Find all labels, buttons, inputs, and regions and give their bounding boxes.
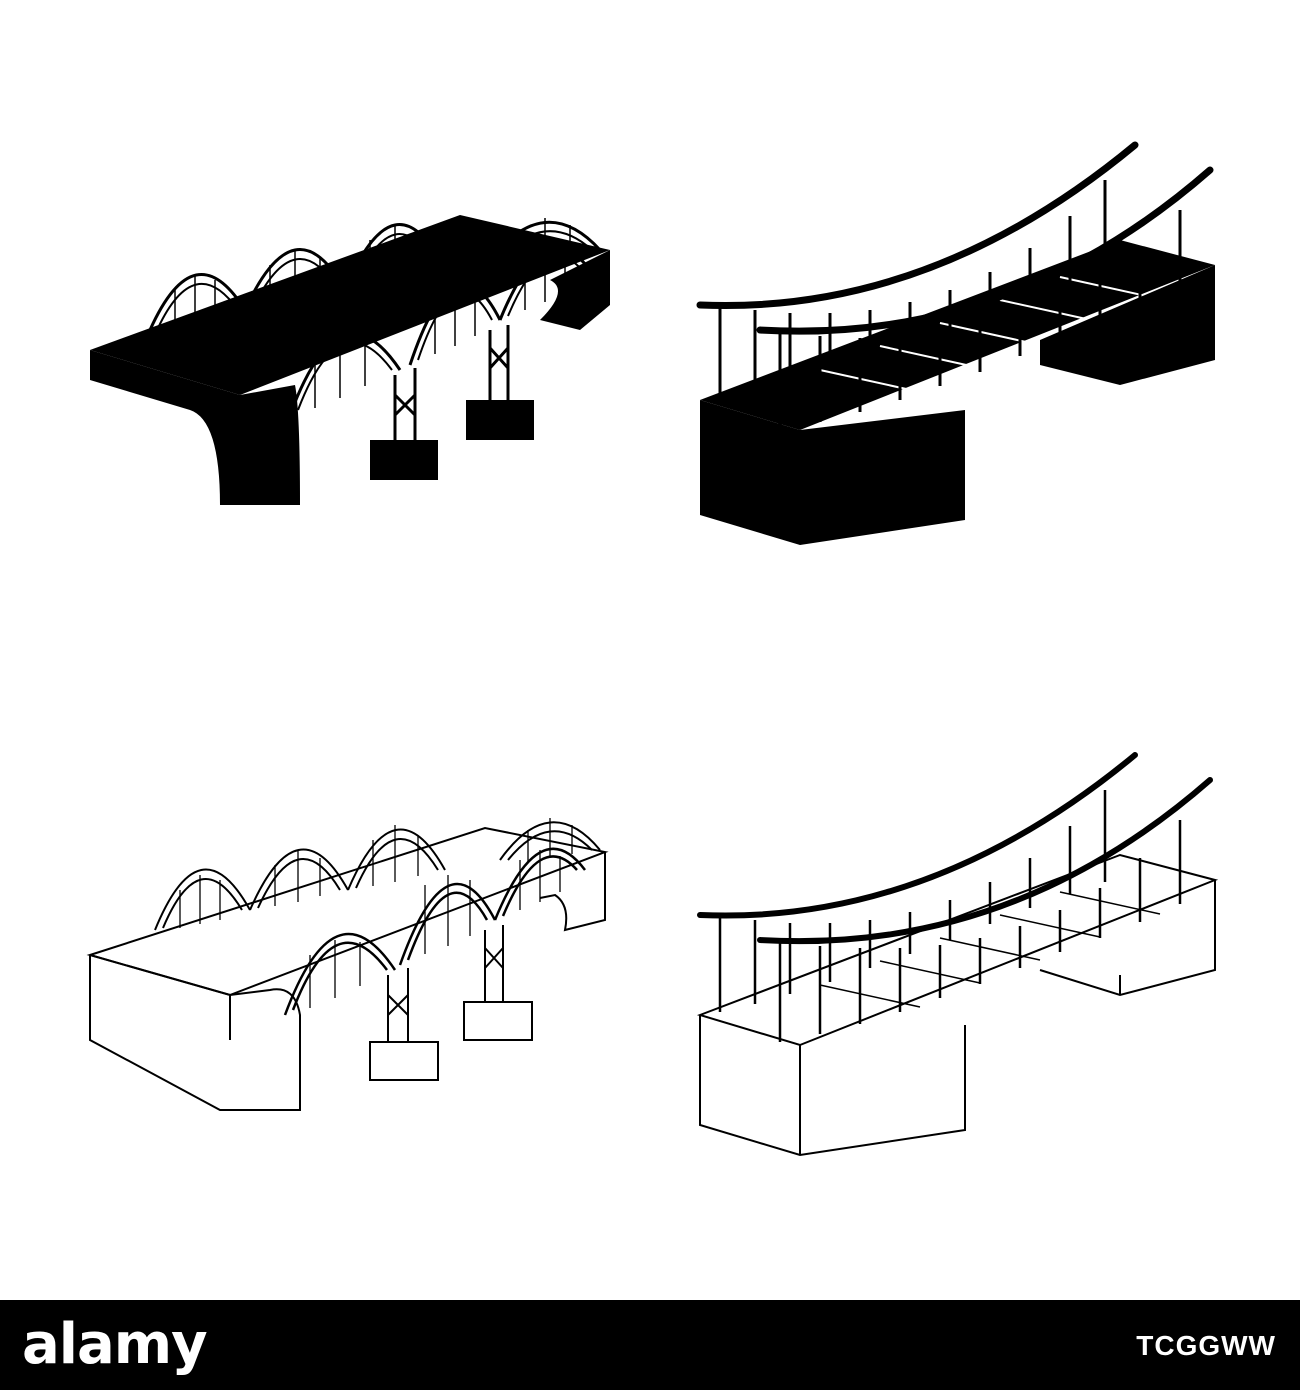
rope-bridge-solid-icon: [680, 130, 1240, 560]
right-pillar: [1039, 880, 1216, 997]
left-abutment: [90, 350, 300, 505]
rope-bridge-outline-icon: [680, 740, 1240, 1170]
watermark-footer: alamy TCGGWW: [0, 1300, 1300, 1390]
pier-block-1: [370, 440, 438, 480]
arch-bridge-outline-icon: [70, 780, 630, 1120]
rope-hangers: [718, 180, 1182, 430]
rope-hangers: [718, 790, 1182, 1042]
left-pillar: [699, 1015, 966, 1157]
rope-railings: [697, 752, 1213, 945]
pier-block-1: [369, 1041, 439, 1081]
front-arch-hangers: [309, 850, 561, 1008]
pier-supports: [393, 325, 510, 440]
right-pillar: [1040, 265, 1215, 385]
right-abutment: [540, 250, 610, 330]
left-pillar: [700, 400, 965, 545]
back-arch-hangers: [179, 818, 573, 928]
pier-block-2: [466, 400, 534, 440]
walkway: [700, 240, 1215, 430]
image-id-label: TCGGWW: [1136, 1330, 1276, 1361]
bridge-deck: [90, 215, 610, 395]
arch-bridge-solid-icon: [70, 170, 630, 530]
walkway-planks: [819, 891, 1161, 1008]
left-abutment: [89, 954, 301, 1111]
right-abutment: [539, 852, 606, 932]
front-arch-hangers: [314, 250, 566, 408]
walkway-planks: [819, 276, 1161, 393]
pier-supports: [387, 925, 504, 1042]
rope-railings: [696, 141, 1214, 335]
brand-logo[interactable]: alamy: [22, 1312, 208, 1377]
pier-block-2: [463, 1001, 533, 1041]
walkway: [696, 853, 1219, 1047]
